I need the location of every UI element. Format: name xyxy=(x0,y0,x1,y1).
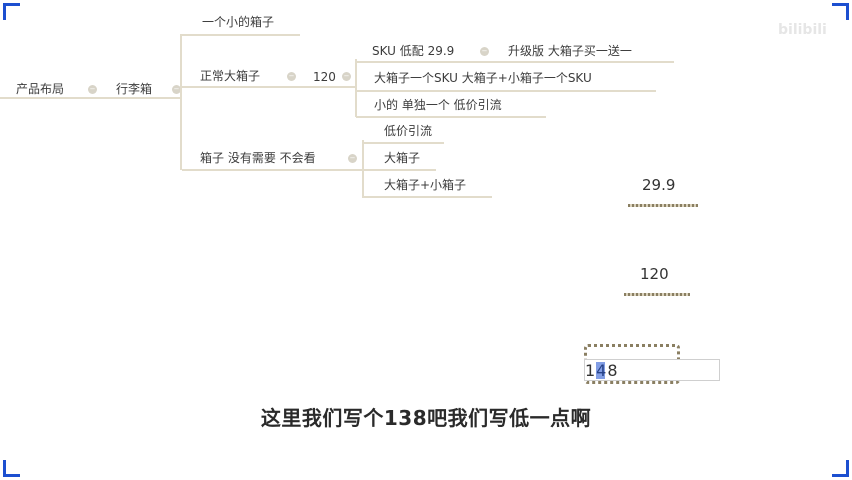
corner-bracket-icon xyxy=(832,460,849,477)
collapse-toggle-icon[interactable]: − xyxy=(342,72,351,81)
collapse-toggle-icon[interactable]: − xyxy=(287,72,296,81)
value-input[interactable]: 148 xyxy=(584,359,720,381)
connector-line xyxy=(106,97,182,99)
connector-line xyxy=(182,86,356,88)
connector-line xyxy=(182,169,362,171)
connector-line xyxy=(364,196,492,198)
node-sku-upgrade[interactable]: 升级版 大箱子买一送一 xyxy=(508,44,632,58)
video-subtitle: 这里我们写个138吧我们写低一点啊 xyxy=(260,406,592,430)
collapse-toggle-icon[interactable]: − xyxy=(172,85,181,94)
price-value-29-9[interactable]: 29.9 xyxy=(642,176,676,194)
node-root[interactable]: 产品布局 xyxy=(16,82,65,96)
node-box-low[interactable]: 低价引流 xyxy=(384,124,433,138)
connector-line xyxy=(356,116,546,118)
connector-line xyxy=(356,61,674,63)
node-sku-big[interactable]: 大箱子一个SKU 大箱子+小箱子一个SKU xyxy=(374,71,592,85)
node-top-partial[interactable]: 一个小的箱子 xyxy=(202,15,275,29)
connector-line xyxy=(362,140,364,198)
node-sku-low[interactable]: SKU 低配 29.9 xyxy=(372,44,455,58)
node-branch[interactable]: 行李箱 xyxy=(116,82,153,96)
collapse-toggle-icon[interactable]: − xyxy=(88,85,97,94)
node-normal-value[interactable]: 120 xyxy=(313,70,336,84)
text-selection xyxy=(596,362,605,379)
connector-line xyxy=(182,34,300,36)
connector-line xyxy=(364,142,444,144)
node-box-no-need[interactable]: 箱子 没有需要 不会看 xyxy=(200,151,316,165)
bilibili-watermark: bilibili xyxy=(778,22,827,38)
corner-bracket-icon xyxy=(832,3,849,20)
dashed-underline xyxy=(624,293,690,296)
node-box-big[interactable]: 大箱子 xyxy=(384,151,421,165)
dashed-underline xyxy=(628,204,698,207)
node-normal-box[interactable]: 正常大箱子 xyxy=(200,69,261,83)
node-sku-small[interactable]: 小的 单独一个 低价引流 xyxy=(374,98,502,112)
collapse-toggle-icon[interactable]: − xyxy=(480,47,489,56)
connector-line xyxy=(364,169,436,171)
price-value-120[interactable]: 120 xyxy=(640,265,669,283)
connector-line xyxy=(355,59,357,117)
collapse-toggle-icon[interactable]: − xyxy=(348,154,357,163)
corner-bracket-icon xyxy=(3,460,20,477)
connector-line xyxy=(0,97,106,99)
connector-line xyxy=(180,34,182,170)
node-box-combo[interactable]: 大箱子+小箱子 xyxy=(384,178,467,192)
corner-bracket-icon xyxy=(3,3,20,20)
connector-line xyxy=(356,90,656,92)
